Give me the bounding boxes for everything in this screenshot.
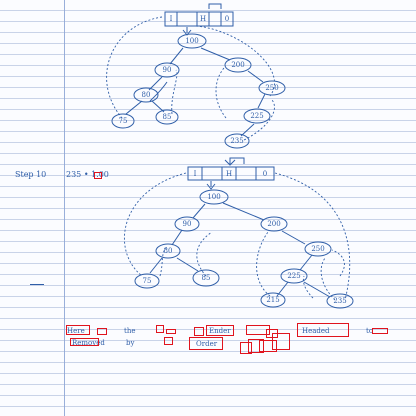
tree-node: 235 bbox=[230, 137, 244, 145]
highlight-box bbox=[189, 337, 223, 350]
tree-node: 85 bbox=[162, 113, 172, 121]
highlight-box bbox=[166, 329, 176, 334]
footer-word: Here bbox=[67, 327, 85, 335]
footer-word: Ender bbox=[209, 327, 231, 335]
highlight-box bbox=[206, 325, 234, 336]
tree-node: 225 bbox=[250, 112, 264, 120]
tree-node: 215 bbox=[266, 296, 280, 304]
footer-word: Order bbox=[196, 340, 218, 348]
highlight-box bbox=[66, 325, 90, 335]
highlight-box bbox=[246, 325, 270, 335]
step-array-cell: 0 bbox=[262, 170, 268, 178]
step-dashed-arrows bbox=[123, 172, 351, 301]
tree-node: 250 bbox=[265, 84, 279, 92]
top-tree-nodes bbox=[111, 33, 286, 149]
tree-node: 80 bbox=[141, 91, 151, 99]
highlight-box bbox=[156, 325, 164, 333]
highlight-box bbox=[372, 328, 388, 334]
footer-word: to bbox=[366, 327, 374, 335]
tree-node: 75 bbox=[118, 117, 128, 125]
step-array-cell: I bbox=[193, 170, 197, 178]
footer-word: Headed bbox=[302, 327, 330, 335]
tree-node: 200 bbox=[231, 61, 245, 69]
highlight-box bbox=[240, 342, 252, 354]
highlight-box bbox=[70, 338, 99, 346]
step-array bbox=[187, 157, 275, 190]
tree-node: 100 bbox=[185, 37, 199, 45]
margin-dash bbox=[30, 284, 44, 285]
step-tree-nodes bbox=[134, 189, 354, 309]
footer-word: by bbox=[126, 339, 135, 347]
tree-node: 100 bbox=[207, 193, 221, 201]
tree-node: 75 bbox=[142, 277, 152, 285]
highlight-box bbox=[194, 327, 204, 336]
top-dashed-arrows bbox=[106, 16, 275, 141]
step-tree-edges bbox=[149, 202, 331, 298]
top-array-cell: H bbox=[199, 15, 207, 23]
top-array-cell: I bbox=[169, 15, 173, 23]
margin-line bbox=[64, 0, 65, 416]
highlight-box bbox=[272, 333, 290, 350]
highlight-box bbox=[259, 340, 277, 352]
highlight-box bbox=[94, 172, 102, 179]
top-array-cell: 0 bbox=[224, 15, 230, 23]
step-operation: 235 • 1.00 bbox=[66, 170, 109, 179]
highlight-box bbox=[164, 337, 173, 345]
highlight-box bbox=[297, 323, 349, 337]
highlight-box bbox=[248, 339, 264, 353]
tree-node: 90 bbox=[182, 220, 192, 228]
step-label: Step 10 bbox=[15, 170, 47, 179]
top-array bbox=[164, 3, 234, 36]
footer-word: the bbox=[124, 327, 136, 335]
highlight-box bbox=[97, 328, 107, 335]
tree-node: 200 bbox=[267, 220, 281, 228]
top-tree-edges bbox=[125, 47, 266, 137]
step-array-cell: H bbox=[225, 170, 233, 178]
tree-node: 235 bbox=[333, 297, 347, 305]
tree-node: 85 bbox=[201, 274, 211, 282]
tree-node: 225 bbox=[287, 272, 301, 280]
footer-word: Removed bbox=[72, 339, 105, 347]
tree-node: 80 bbox=[163, 247, 173, 255]
tree-node: 90 bbox=[162, 66, 172, 74]
tree-node: 250 bbox=[311, 245, 325, 253]
